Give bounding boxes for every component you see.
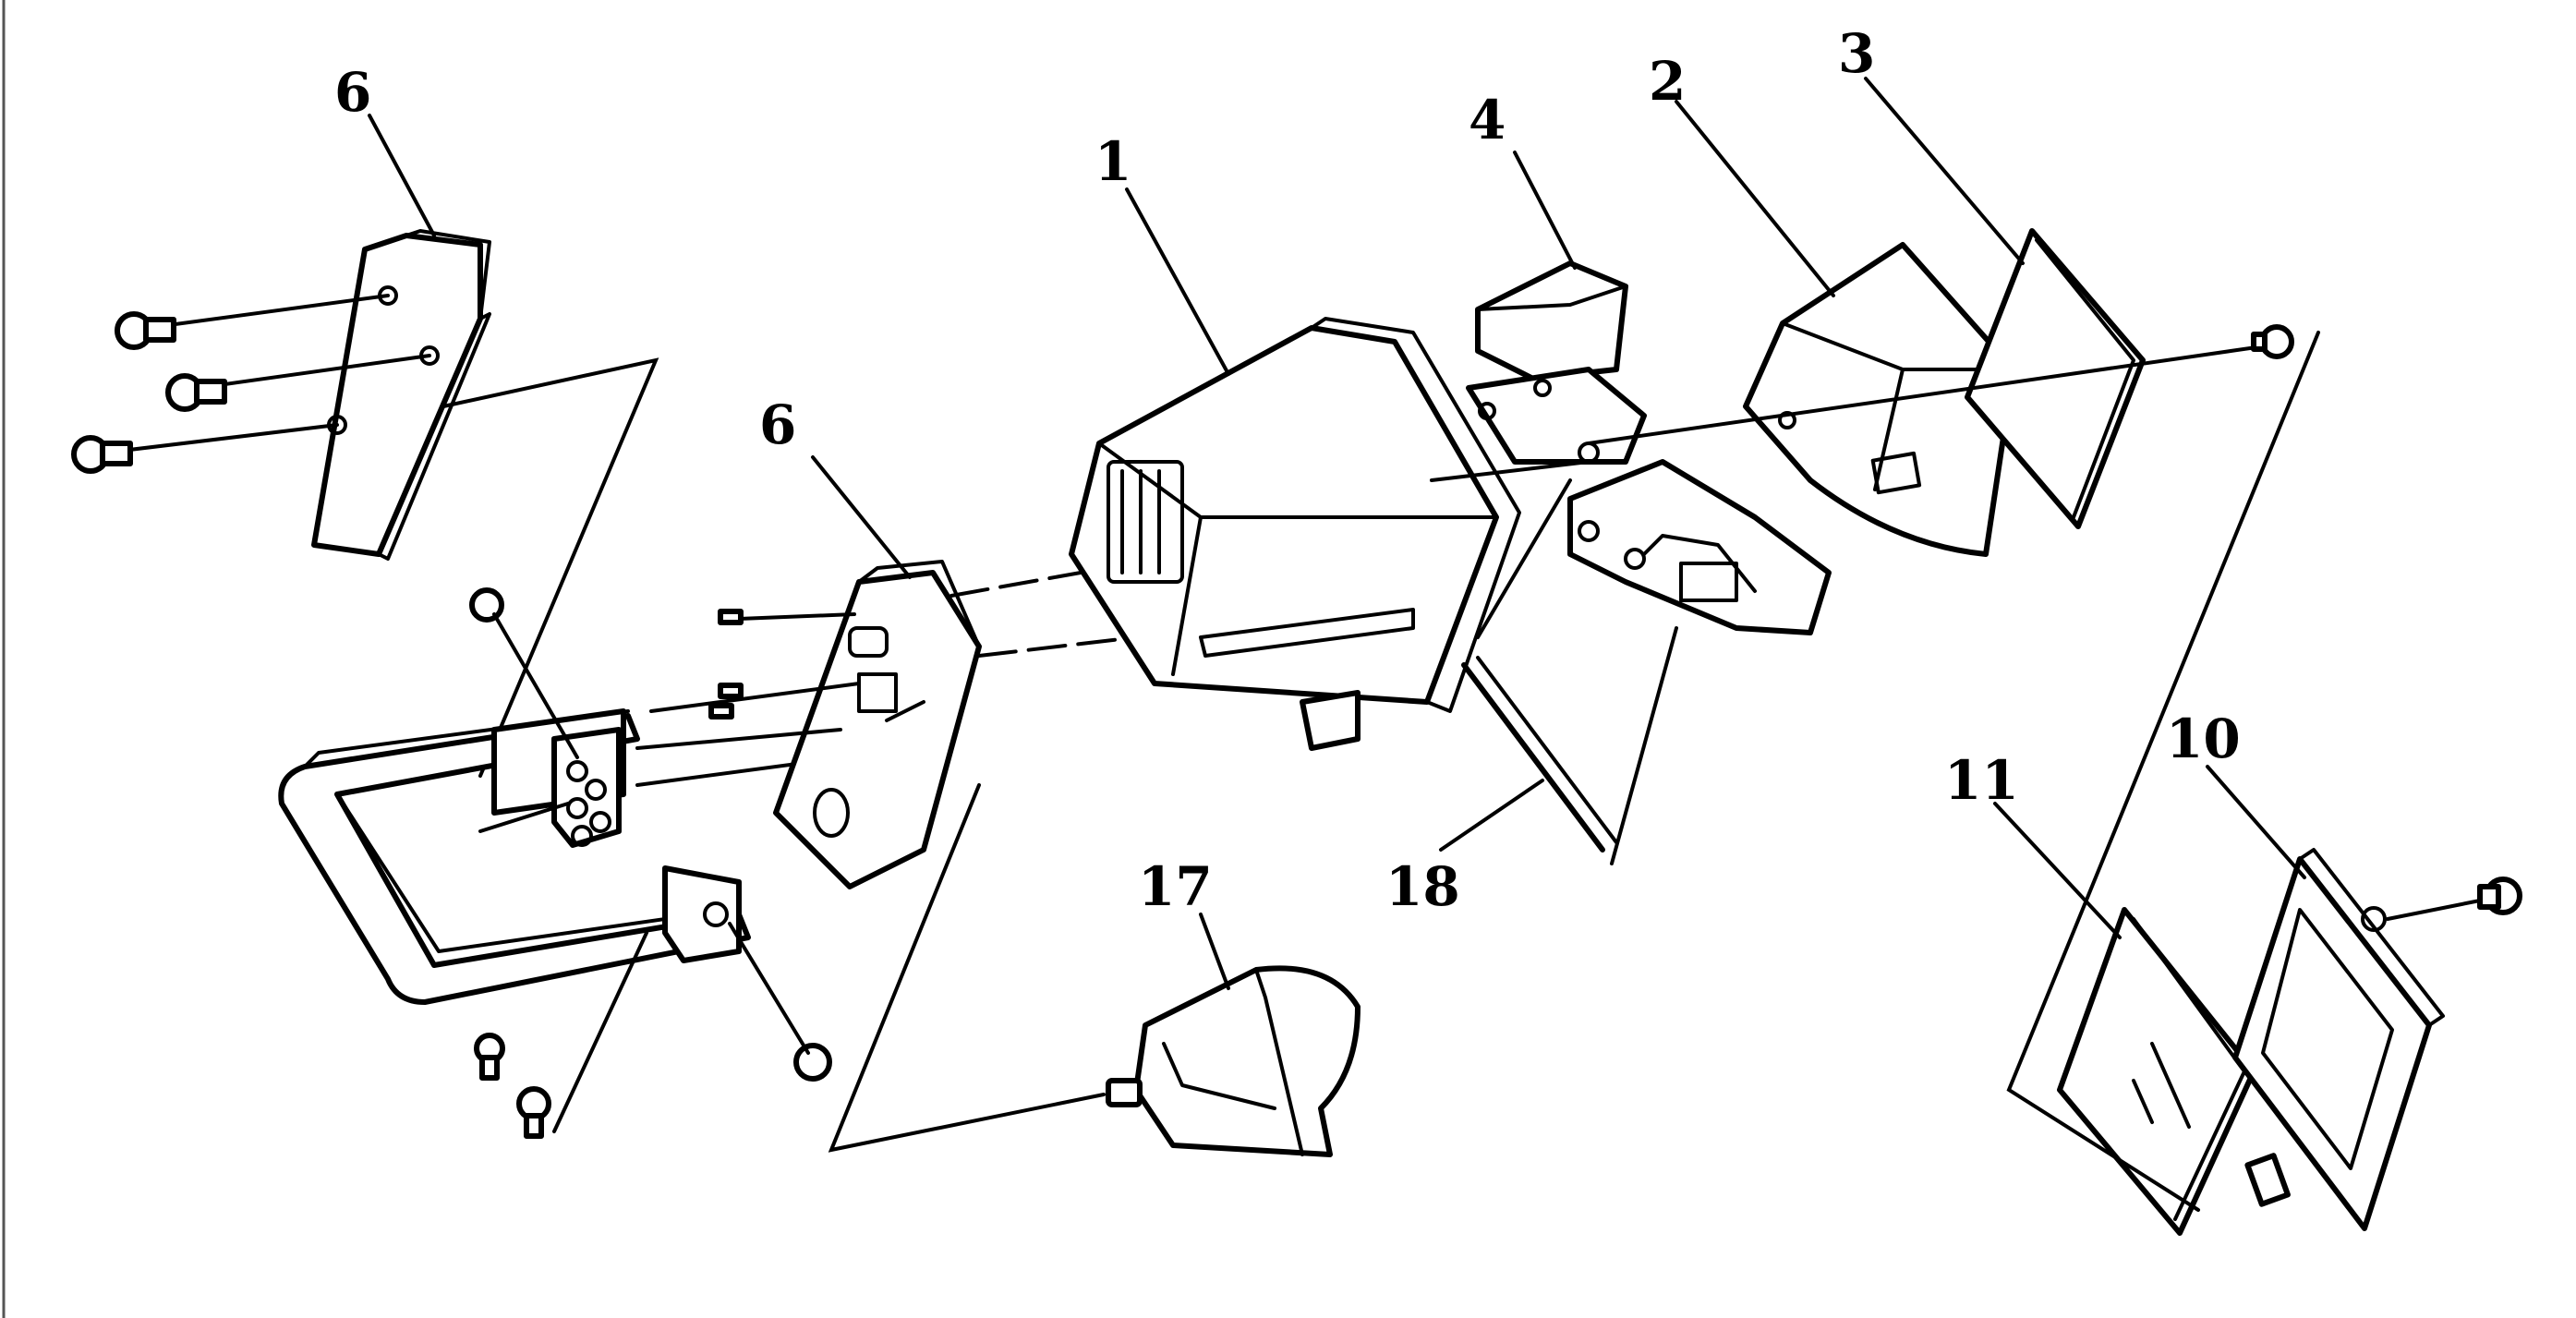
callout-17: 17: [1138, 855, 1213, 918]
callout-18: 18: [1385, 855, 1460, 918]
part-6-bracket: [773, 560, 982, 889]
assembly-line-lamp: [828, 783, 1106, 1153]
part-1-housing: [1069, 317, 1521, 751]
screws-top-plate: [71, 294, 431, 474]
nut-icon: [793, 1043, 832, 1082]
wire-pin: [718, 609, 744, 625]
callout-6-mid: 6: [759, 393, 796, 456]
callout-6-top: 6: [334, 61, 371, 124]
screw-icon: [2251, 324, 2294, 359]
bolt-icon: [516, 1086, 551, 1139]
socket-block: [491, 708, 626, 848]
mounting-tab: [662, 865, 742, 963]
lower-clip: [1567, 459, 1832, 635]
assembly-line-top-plate: [441, 357, 659, 778]
alignment-line: [977, 635, 1138, 658]
bolt-icon: [474, 1033, 505, 1081]
callout-1: 1: [1094, 130, 1131, 193]
screw-icon: [71, 435, 133, 474]
part-6-plate: [311, 229, 491, 561]
callout-leaders: [368, 77, 2306, 990]
assembly-line-lens: [2006, 331, 2320, 1212]
screw-icon: [2477, 877, 2522, 915]
callout-4: 4: [1469, 89, 1506, 151]
callout-3: 3: [1838, 22, 1875, 85]
callout-2: 2: [1649, 50, 1686, 113]
nut-icon: [469, 587, 504, 623]
callout-11: 11: [1944, 749, 2019, 812]
callout-10: 10: [2166, 707, 2241, 770]
part-4-clip: [1466, 260, 1647, 465]
screw-icon: [115, 311, 176, 350]
alignment-line: [949, 571, 1082, 598]
part-10-frame: [2232, 848, 2445, 1231]
part-3-gasket: [1965, 228, 2146, 529]
screw-icon: [165, 373, 227, 412]
wire-pin: [708, 703, 734, 719]
wire-pin: [718, 683, 744, 699]
part-17-lamp: [1106, 965, 1361, 1157]
part-18-rod: [1461, 626, 1678, 865]
nut-icon: [1106, 1078, 1143, 1107]
